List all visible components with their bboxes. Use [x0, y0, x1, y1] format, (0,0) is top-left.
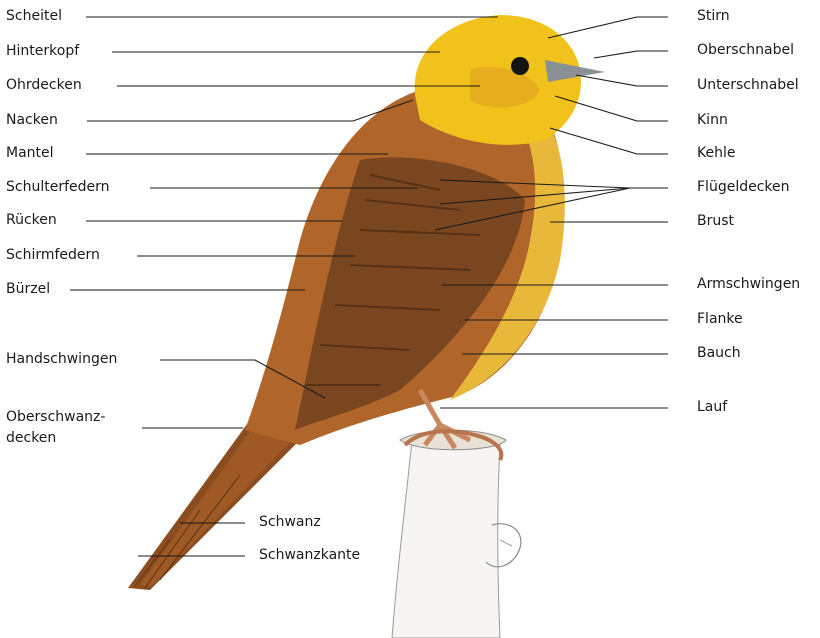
label-brust: Brust	[697, 213, 734, 230]
label-oberschnabel: Oberschnabel	[697, 42, 794, 59]
label-unterschnabel: Unterschnabel	[697, 77, 799, 94]
bird-head	[415, 15, 605, 145]
label-flanke: Flanke	[697, 311, 743, 328]
label-schulterfedern: Schulterfedern	[6, 179, 110, 196]
label-hinterkopf: Hinterkopf	[6, 43, 79, 60]
label-stirn: Stirn	[697, 8, 730, 25]
label-schirmfedern: Schirmfedern	[6, 247, 100, 264]
label-schwanzkante: Schwanzkante	[259, 547, 360, 564]
label-armschwingen: Armschwingen	[697, 276, 800, 293]
label-kinn: Kinn	[697, 112, 728, 129]
label-kehle: Kehle	[697, 145, 735, 162]
label-handschwingen: Handschwingen	[6, 351, 117, 368]
label-scheitel: Scheitel	[6, 8, 62, 25]
label-nacken: Nacken	[6, 112, 58, 129]
label-ohrdecken: Ohrdecken	[6, 77, 82, 94]
label-oberschwanzdecken-line2: decken	[6, 430, 56, 447]
label-oberschwanzdecken-line1: Oberschwanz-	[6, 409, 105, 426]
tree-stump	[392, 430, 521, 638]
label-fluegeldecken: Flügeldecken	[697, 179, 790, 196]
label-bauch: Bauch	[697, 345, 741, 362]
label-schwanz: Schwanz	[259, 514, 321, 531]
label-mantel: Mantel	[6, 145, 54, 162]
eye-icon	[511, 57, 529, 75]
label-ruecken: Rücken	[6, 212, 57, 229]
bird-tail	[128, 420, 300, 590]
label-buerzel: Bürzel	[6, 281, 50, 298]
label-lauf: Lauf	[697, 399, 727, 416]
